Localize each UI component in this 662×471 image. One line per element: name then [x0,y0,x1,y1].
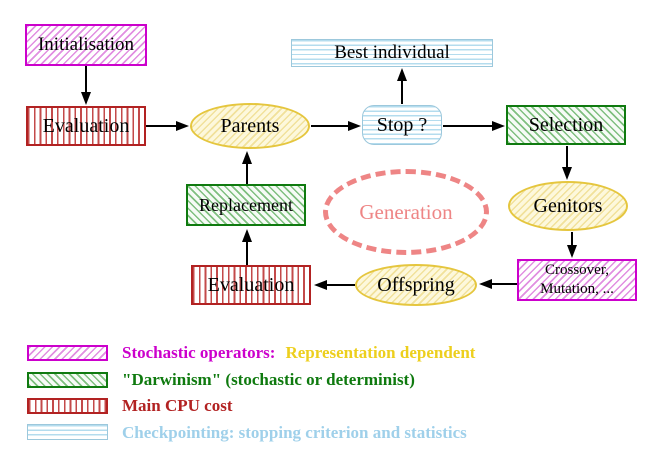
node-genitors-label: Genitors [533,194,603,217]
node-parents-label: Parents [220,114,280,137]
node-crossover-line1: Crossover, [545,262,609,278]
node-replacement: Replacement [186,184,306,226]
legend-label-representation: Representation dependent [285,343,476,362]
legend-swatch-cpu [27,398,108,414]
node-stop: Stop ? [362,105,442,145]
legend-row-checkpointing: Checkpointing: stopping criterion and st… [122,423,467,443]
node-generation-label: Generation [359,199,453,224]
legend-swatch-darwinism [27,372,108,388]
node-evaluation-bottom-label: Evaluation [207,273,295,296]
legend-label-cpu: Main CPU cost [122,396,233,415]
node-selection: Selection [506,105,626,145]
node-offspring: Offspring [355,264,477,306]
node-replacement-label: Replacement [199,194,293,215]
node-parents: Parents [190,103,310,149]
legend-label-stochastic: Stochastic operators: [122,343,276,362]
node-best-individual-label: Best individual [334,42,450,63]
node-best-individual: Best individual [291,39,493,67]
node-generation: Generation [323,169,489,255]
node-initialisation: Initialisation [25,24,147,66]
node-crossover-mutation: Crossover, Mutation, ... [517,259,637,301]
node-initialisation-label: Initialisation [37,34,135,55]
node-evaluation-top: Evaluation [26,106,146,146]
node-selection-label: Selection [528,113,604,136]
legend-row-stochastic: Stochastic operators: Representation dep… [122,343,475,363]
legend-swatch-stochastic [27,345,108,361]
node-evaluation-top-label: Evaluation [42,114,130,137]
node-offspring-label: Offspring [377,273,455,296]
node-stop-label: Stop ? [376,113,428,136]
legend-swatch-checkpointing [27,424,108,440]
node-evaluation-bottom: Evaluation [191,265,311,305]
legend-row-cpu: Main CPU cost [122,396,232,416]
legend-label-darwinism: "Darwinism" (stochastic or determinist) [122,370,415,389]
legend-row-darwinism: "Darwinism" (stochastic or determinist) [122,370,415,390]
node-crossover-line2: Mutation, ... [540,281,614,297]
node-genitors: Genitors [508,181,628,231]
legend-label-checkpointing: Checkpointing: stopping criterion and st… [122,423,467,442]
